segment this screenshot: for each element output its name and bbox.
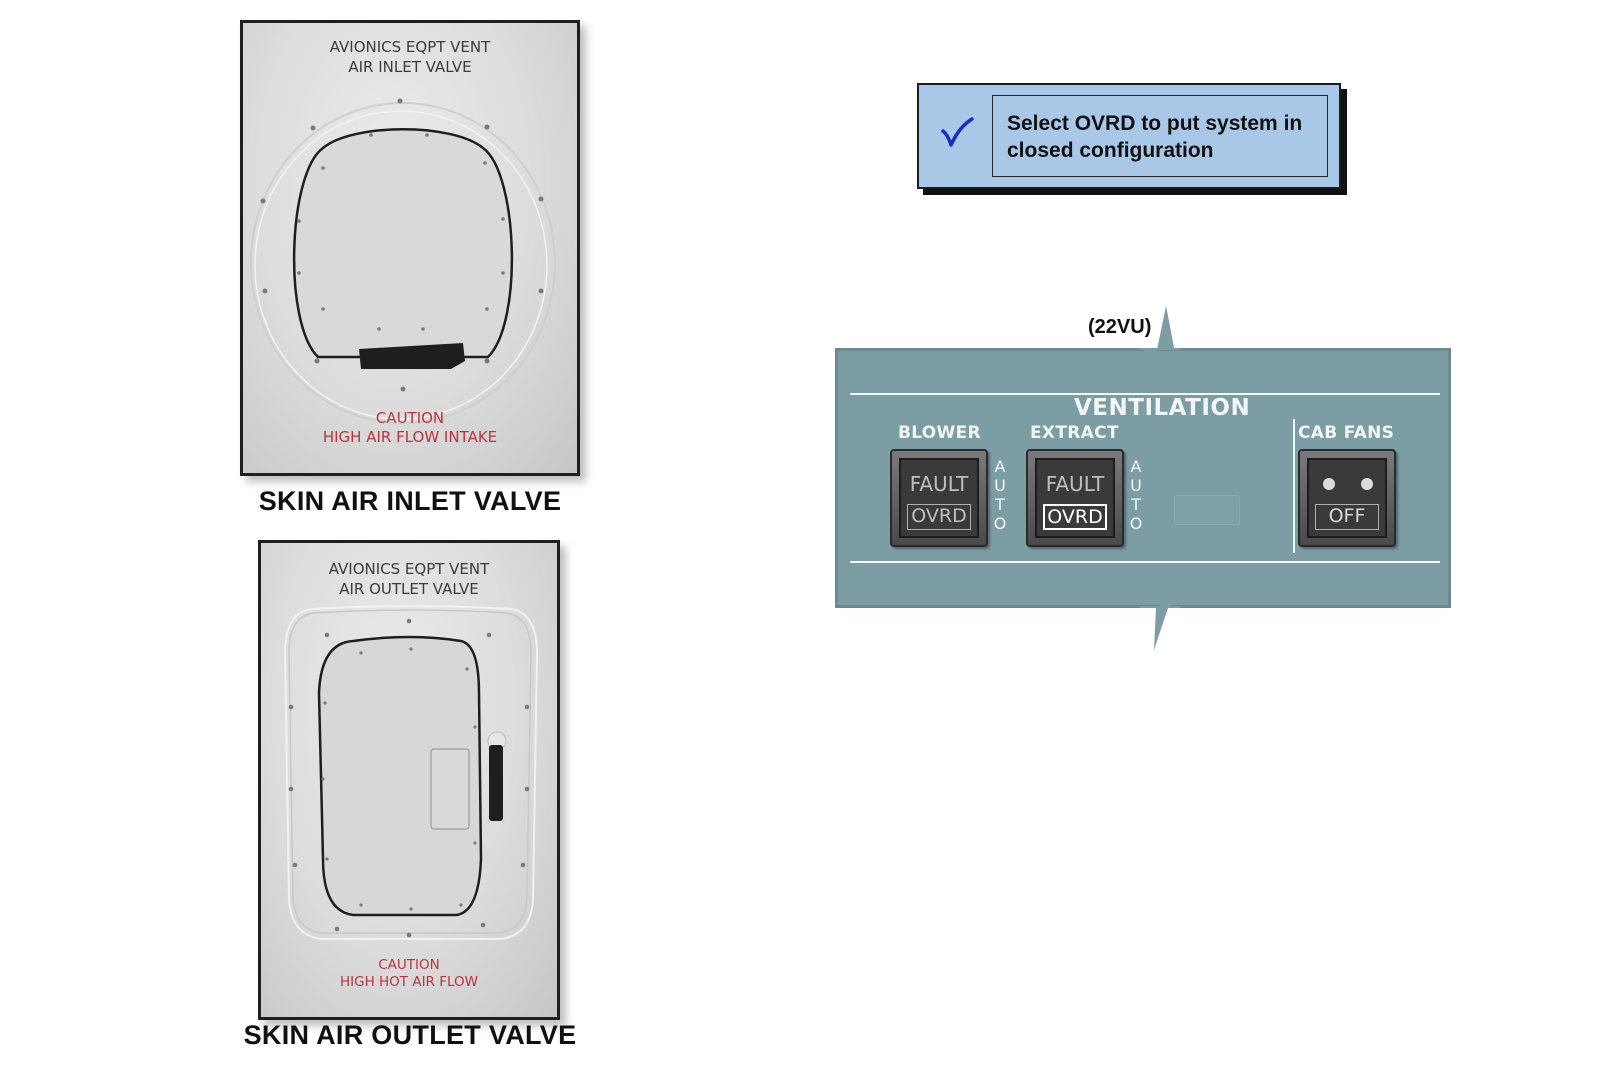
extract-pushbutton[interactable]: FAULT OVRD (1026, 449, 1124, 547)
outlet-valve-panel: AVIONICS EQPT VENT AIR OUTLET VALVE CAUT… (258, 540, 560, 1020)
outlet-caution-title: CAUTION (378, 957, 440, 973)
blower-pushbutton[interactable]: FAULT OVRD (890, 449, 988, 547)
extract-label: EXTRACT (1030, 423, 1119, 443)
panel-break-mark-top (1140, 306, 1180, 384)
checkmark-icon (941, 117, 974, 147)
blank-annunciator-window (1174, 495, 1240, 525)
blower-fault-light: FAULT (909, 472, 969, 496)
panel-title: VENTILATION (1074, 395, 1251, 421)
outlet-caution-text: HIGH HOT AIR FLOW (339, 974, 479, 990)
blower-ovrd-light: OVRD (907, 504, 971, 530)
outlet-placard-line1: AVIONICS EQPT VENT (328, 560, 490, 578)
inlet-caution-title: CAUTION (375, 409, 445, 427)
extract-fault-light: FAULT (1045, 472, 1105, 496)
inlet-valve-door-drawing (250, 98, 556, 424)
inlet-placard-line2: AIR INLET VALVE (348, 58, 472, 76)
ventilation-panel: VENTILATION BLOWER FAULT OVRD A U T O EX… (835, 348, 1451, 608)
outlet-placard-line2: AIR OUTLET VALVE (339, 580, 479, 598)
inlet-placard-line1: AVIONICS EQPT VENT (329, 38, 491, 56)
panel-id-label: (22VU) (1088, 316, 1152, 338)
cab-fans-divider (1293, 419, 1295, 553)
cab-fans-off-light: OFF (1315, 504, 1379, 530)
cab-fans-indicator-left (1323, 478, 1335, 490)
instruction-callout: Select OVRD to put system in closed conf… (917, 83, 1341, 189)
cab-fans-indicator-right (1361, 478, 1373, 490)
cab-fans-pushbutton[interactable]: OFF (1298, 449, 1396, 547)
panel-break-mark-bottom (1140, 570, 1180, 650)
panel-bottom-rule (850, 561, 1440, 563)
outlet-valve-door-drawing (283, 605, 539, 940)
blower-auto-legend: A U T O (993, 457, 1007, 533)
instruction-text: Select OVRD to put system in closed conf… (992, 95, 1328, 177)
inlet-valve-caption: SKIN AIR INLET VALVE (258, 486, 562, 516)
panel-top-rule (850, 393, 1440, 395)
blower-label: BLOWER (898, 423, 981, 443)
extract-ovrd-light: OVRD (1043, 504, 1107, 530)
cab-fans-label: CAB FANS (1298, 423, 1395, 443)
extract-auto-legend: A U T O (1129, 457, 1143, 533)
outlet-valve-caption: SKIN AIR OUTLET VALVE (243, 1020, 577, 1050)
inlet-caution-text: HIGH AIR FLOW INTAKE (322, 428, 498, 446)
inlet-valve-panel: AVIONICS EQPT VENT AIR INLET VALVE CAUTI… (240, 20, 580, 476)
